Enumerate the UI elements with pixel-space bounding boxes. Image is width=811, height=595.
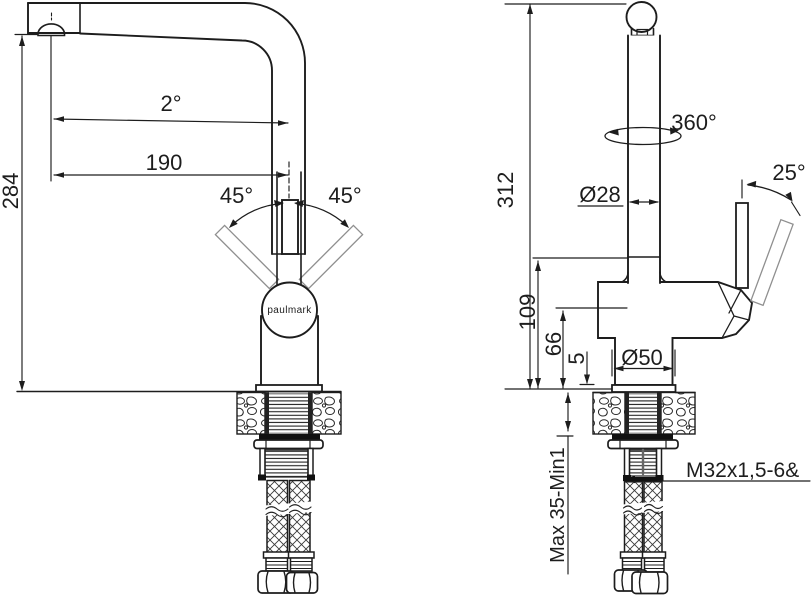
- hose-crimp: [641, 551, 667, 559]
- arrowheads: [527, 4, 793, 431]
- mounting-nut: [607, 439, 679, 450]
- braided-hose: [623, 481, 644, 554]
- shank-thread-lower: [264, 449, 309, 478]
- countertop-section: [660, 391, 696, 435]
- arrowheads: [19, 36, 349, 391]
- countertop-section: [592, 391, 626, 435]
- front-handle-lever: [281, 199, 299, 255]
- dim-outlet-height-label: 66: [541, 332, 566, 356]
- side-mounting: [592, 391, 696, 484]
- hose-crimp: [287, 551, 315, 559]
- stud-foot: [258, 474, 266, 481]
- rubber-washer: [259, 434, 320, 440]
- tilt-arc: [747, 184, 792, 201]
- side-handle-alt-position: [750, 218, 794, 307]
- dim-line-2deg: [53, 118, 289, 124]
- dim-spout-angle-label: 2°: [160, 91, 181, 116]
- mounting-nut: [253, 439, 324, 450]
- dim-overall-height-label: 312: [493, 172, 518, 209]
- dim-spout-height-label: 284: [0, 173, 23, 210]
- side-view: 312 360° Ø28 25° 109 66 5 Ø50 Max 35-Min…: [493, 1, 811, 595]
- dim-base-plate-height-label: 5: [564, 352, 589, 364]
- front-view: paulmark: [0, 2, 364, 594]
- hose-crimp: [619, 551, 645, 559]
- swivel-rotation-ellipse: [604, 126, 682, 146]
- shank-wall: [657, 392, 661, 434]
- hex-nut: [631, 571, 669, 595]
- dim-swivel-angle-label: 360°: [671, 110, 717, 135]
- stud-foot: [623, 475, 631, 481]
- aerator-dome: [37, 23, 66, 37]
- hose-crimp: [262, 551, 291, 559]
- hex-nut: [285, 571, 319, 594]
- dim-handle-swing-left-label: 45°: [220, 183, 253, 208]
- front-dimension-labels: 2° 190 284 45° 45°: [0, 91, 362, 209]
- front-body: paulmark: [255, 281, 323, 393]
- shank-thread: [269, 393, 308, 434]
- column-fill: [628, 35, 660, 284]
- dim-base-diameter-label: Ø50: [621, 345, 663, 370]
- shank-thread: [629, 393, 657, 434]
- dim-handle-swing-right-label: 45°: [328, 183, 361, 208]
- front-hoses: [257, 479, 319, 594]
- braided-hose: [643, 481, 663, 554]
- side-handle-lever: [735, 202, 749, 289]
- dim-spout-diameter-label: Ø28: [579, 182, 621, 207]
- spout-end-circle: [625, 1, 658, 33]
- side-faucet-outline: [597, 1, 794, 393]
- swivel-column: [627, 34, 661, 284]
- shank-wall: [265, 392, 269, 434]
- dim-body-height-label: 109: [515, 294, 540, 331]
- brand-circle: [261, 281, 318, 339]
- brand-logo-text: paulmark: [267, 305, 312, 316]
- dim-spout-reach-label: 190: [146, 150, 183, 175]
- dim-thread-spec-label: M32x1,5-6&: [686, 459, 799, 482]
- leader-arrow-band: [629, 477, 658, 482]
- side-dimension-labels: 312 360° Ø28 25° 109 66 5 Ø50 Max 35-Min…: [493, 110, 806, 563]
- braided-hose: [288, 479, 311, 554]
- dim-handle-tilt-label: 25°: [772, 160, 805, 185]
- front-dimensions: [14, 33, 349, 391]
- handle-mount-facets: [717, 281, 750, 339]
- stud-foot: [655, 475, 664, 481]
- side-dimensions: [504, 3, 811, 575]
- shank-wall: [308, 392, 312, 434]
- base-plate: [611, 384, 677, 393]
- front-mounting: [16, 390, 342, 481]
- stud-foot: [307, 474, 315, 481]
- shank-wall: [625, 392, 629, 434]
- front-faucet-outline: [27, 2, 319, 386]
- side-hoses: [613, 481, 669, 595]
- front-handle-alt-positions: [214, 224, 364, 290]
- rubber-washer: [612, 434, 673, 440]
- countertop-section: [311, 391, 342, 435]
- base-plate: [255, 384, 323, 393]
- countertop-section: [236, 391, 266, 435]
- dim-mount-thickness-label: Max 35-Min1: [547, 447, 569, 563]
